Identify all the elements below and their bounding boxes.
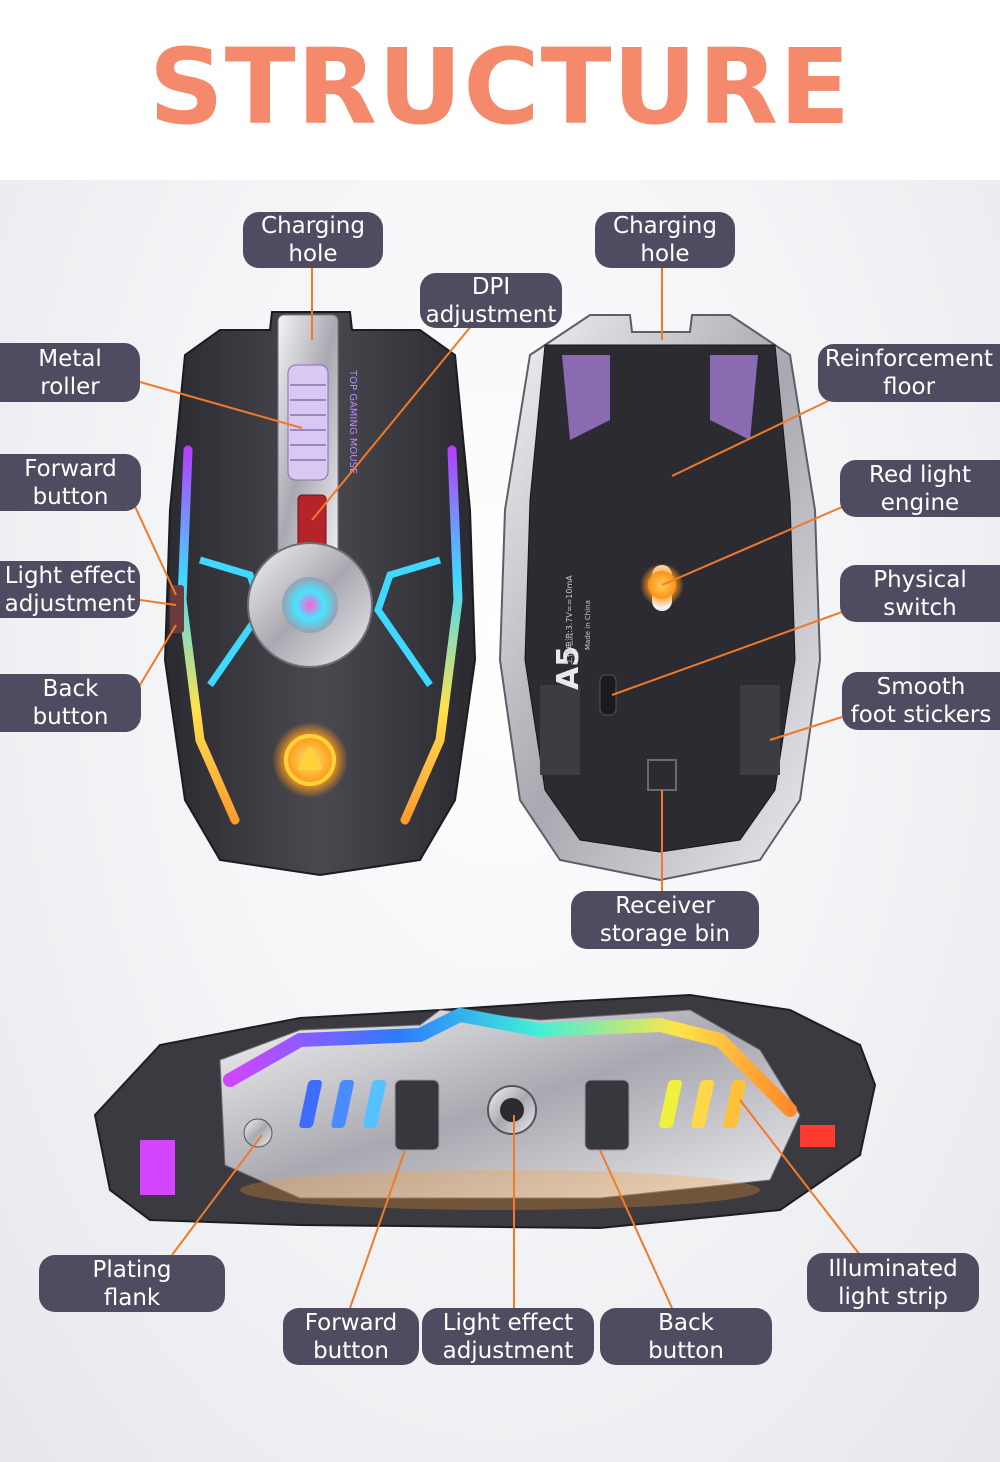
product-stage: TOP GAMING MOUSE A5 工作电流:3.7V==10mA Made… [0,180,1000,1462]
label-side-light-strip: Illuminated light strip [807,1253,979,1312]
header: STRUCTURE [0,0,1000,180]
label-bottom-charging-hole: Charging hole [595,212,735,268]
spec-text: 工作电流:3.7V==10mA [564,575,574,665]
label-top-metal-roller: Metal roller [0,343,140,402]
label-top-charging-hole: Charging hole [243,212,383,268]
model-number: A5 [551,646,586,690]
mouse-bottom-view: A5 工作电流:3.7V==10mA Made in China [498,314,822,882]
label-bottom-red-light-engine: Red light engine [840,460,1000,517]
label-side-forward-button: Forward button [283,1308,419,1365]
label-top-light-effect: Light effect adjustment [0,561,140,618]
label-bottom-foot-stickers: Smooth foot stickers [842,672,1000,730]
label-side-plating-flank: Plating flank [39,1255,225,1312]
mouse-top-view: TOP GAMING MOUSE [163,311,477,877]
label-side-back-button: Back button [600,1308,772,1365]
page-title: STRUCTURE [148,26,852,148]
label-bottom-physical-switch: Physical switch [840,565,1000,622]
label-top-dpi-adjustment: DPI adjustment [420,273,562,328]
label-top-back-button: Back button [0,674,141,732]
label-bottom-reinforcement-floor: Reinforcement floor [818,344,1000,402]
origin-text: Made in China [584,600,592,650]
mouse-side-view [93,993,877,1230]
label-top-forward-button: Forward button [0,454,141,511]
label-side-light-effect: Light effect adjustment [422,1308,594,1365]
label-bottom-receiver-bin: Receiver storage bin [571,891,759,949]
top-gaming-mouse-text: TOP GAMING MOUSE [347,369,358,474]
